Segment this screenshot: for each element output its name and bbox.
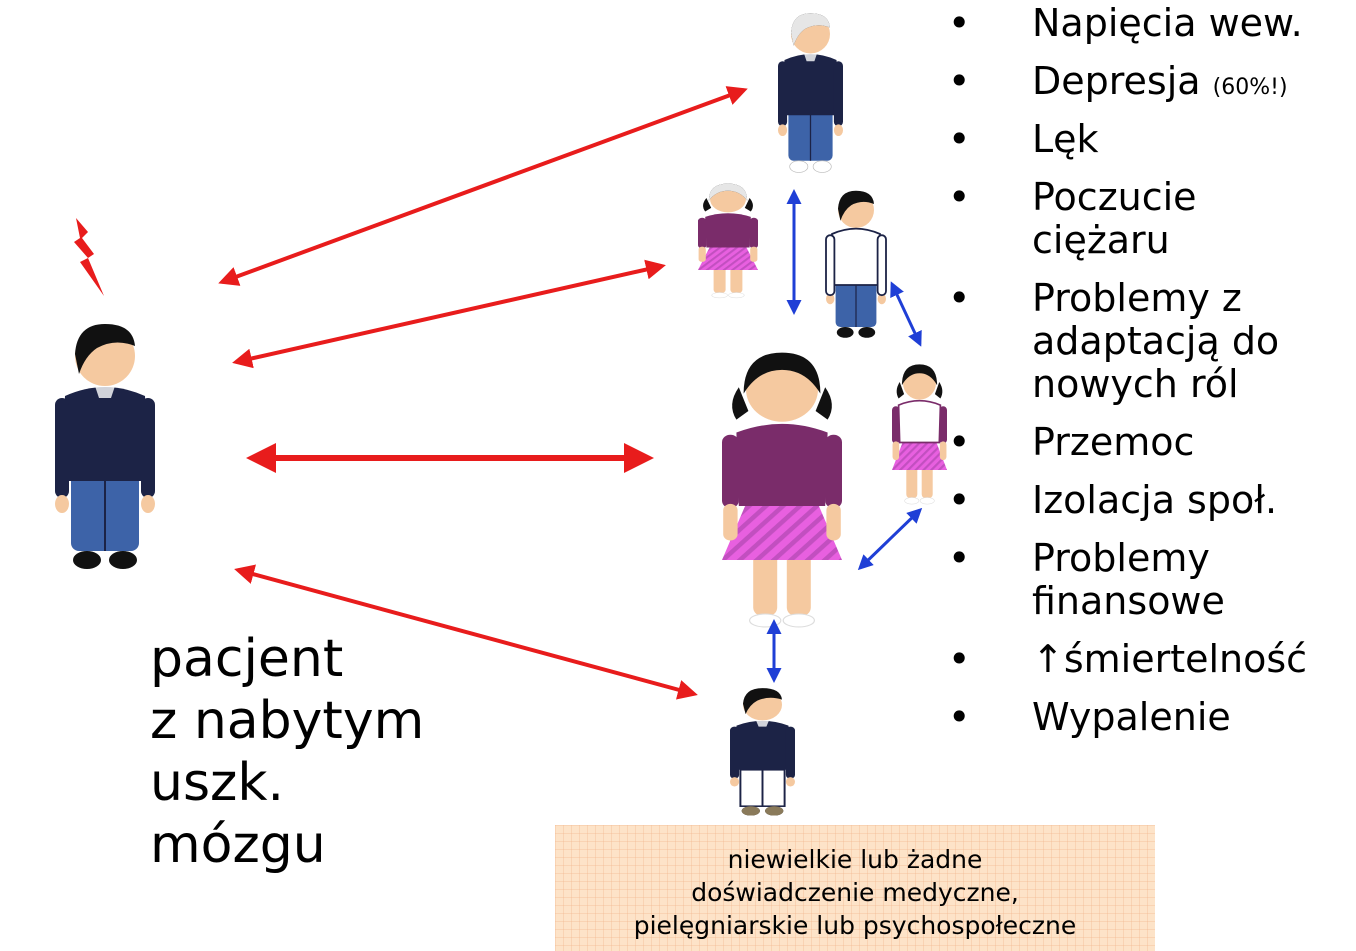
burden-item: •Poczucie ciężaru	[948, 175, 1197, 262]
burden-item: •↑śmiertelność	[948, 637, 1308, 681]
patient-label: pacjent z nabytym uszk. mózgu	[150, 628, 424, 876]
bullet-icon: •	[948, 59, 971, 103]
bullet-icon: •	[948, 478, 971, 522]
burden-item: •Wypalenie	[948, 695, 1231, 739]
lightning-icon	[74, 218, 104, 296]
burden-item: •Napięcia wew.	[948, 1, 1303, 45]
child-figure	[729, 687, 796, 817]
patient-label-line: pacjent	[150, 629, 344, 689]
burden-item: •Problemy finansowe	[948, 536, 1225, 623]
note-line: niewielkie lub żadne	[727, 845, 983, 874]
note-line: pielęgniarskie lub psychospołeczne	[633, 911, 1077, 940]
bullet-icon: •	[948, 695, 971, 739]
elderly-woman-figure	[697, 183, 759, 299]
burden-item: •Przemoc	[948, 420, 1195, 464]
patient-label-line: uszk.	[150, 753, 284, 813]
blue-arrows	[766, 189, 923, 683]
arrow-caregiver-girl	[857, 507, 923, 571]
red-arrows	[218, 86, 748, 700]
bullet-icon: •	[948, 420, 971, 464]
burden-item: •Depresja (60%!)	[948, 59, 1288, 103]
burden-item: •Lęk	[948, 117, 1099, 161]
patient-label-line: mózgu	[150, 815, 326, 875]
bullet-icon: •	[948, 175, 971, 219]
bullet-icon: •	[948, 117, 971, 161]
burden-item: •Problemy z adaptacją do nowych ról	[948, 276, 1280, 406]
arrow-young-man-girl	[890, 281, 922, 347]
bullet-icon: •	[948, 1, 971, 45]
bullet-icon: •	[948, 637, 971, 681]
caregiver-experience-note: niewielkie lub żadne doświadczenie medyc…	[555, 825, 1155, 951]
young-man-figure	[825, 190, 887, 339]
bullet-icon: •	[948, 536, 971, 580]
caregiver-woman-figure	[721, 352, 843, 628]
note-line: doświadczenie medyczne,	[691, 878, 1019, 907]
burden-list: •Napięcia wew. •Depresja (60%!) •Lęk •Po…	[928, 2, 1348, 754]
patient-label-line: z nabytym	[150, 691, 425, 751]
elderly-man-figure	[777, 12, 844, 174]
arrow-patient-elderly-man	[218, 86, 748, 286]
bullet-icon: •	[948, 276, 971, 320]
arrow-patient-child	[234, 564, 698, 700]
girl-figure	[891, 364, 948, 505]
burden-item: •Izolacja społ.	[948, 478, 1278, 522]
patient-figure	[54, 323, 156, 570]
arrow-patient-elderly-woman	[232, 259, 666, 369]
